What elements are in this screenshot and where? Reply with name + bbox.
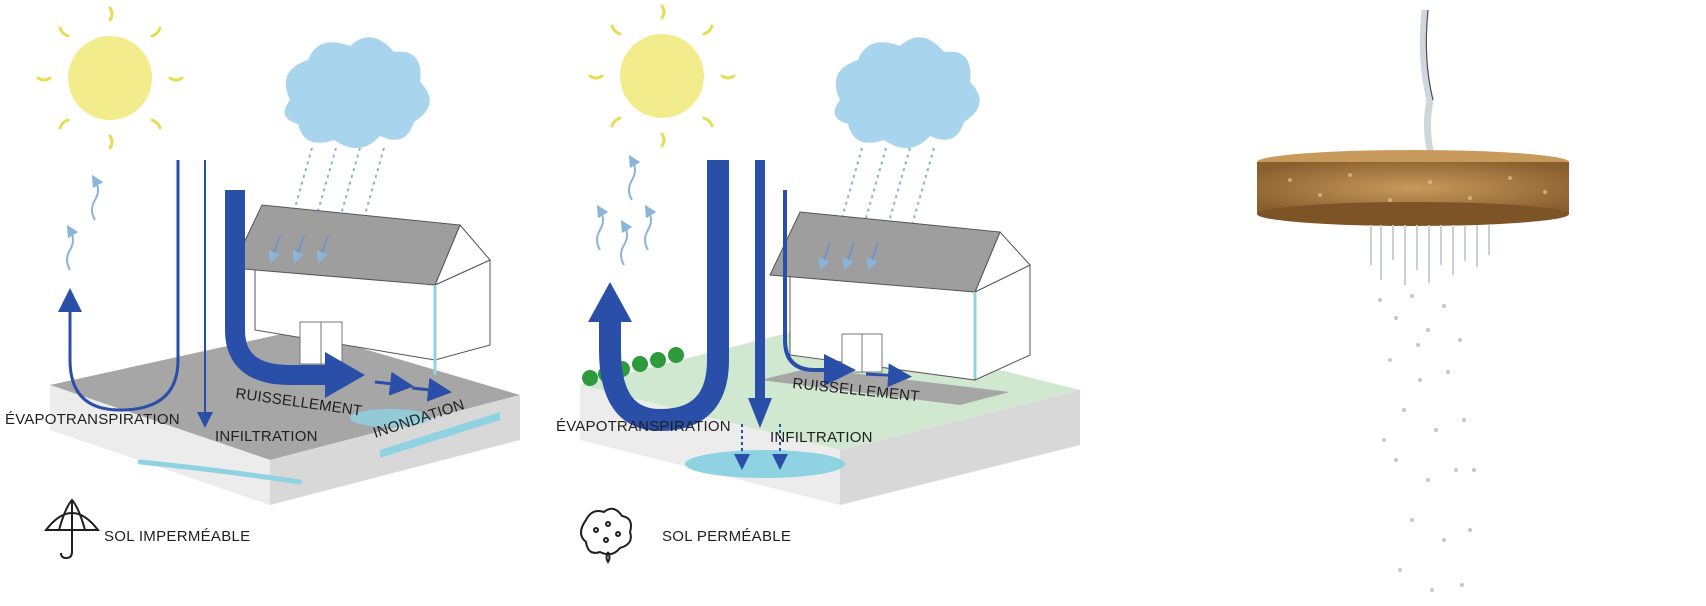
legend-impermeable: SOL IMPERMÉABLE xyxy=(104,528,251,545)
label-infiltration-2: INFILTRATION xyxy=(770,429,873,446)
house xyxy=(231,204,491,375)
photo-permeable-disc xyxy=(1257,9,1569,592)
label-evapotranspiration-1: ÉVAPOTRANSPIRATION xyxy=(5,411,180,428)
cloud-icon xyxy=(284,37,430,149)
panel-permeable: ÉVAPOTRANSPIRATION INFILTRATION RUISSELL… xyxy=(556,4,1080,505)
umbrella-icon xyxy=(43,498,101,560)
house xyxy=(769,211,1031,381)
legend-permeable: SOL PERMÉABLE xyxy=(662,528,792,545)
sponge-icon xyxy=(580,507,632,564)
ground-slab-impermeable xyxy=(50,330,520,505)
cloud-icon xyxy=(834,37,980,149)
sun-icon xyxy=(36,6,184,150)
label-evapotranspiration-2: ÉVAPOTRANSPIRATION xyxy=(556,418,731,435)
panel-impermeable: ÉVAPOTRANSPIRATION INFILTRATION RUISSELL… xyxy=(5,6,520,505)
sun-icon xyxy=(588,4,736,148)
label-infiltration-1: INFILTRATION xyxy=(215,428,318,445)
